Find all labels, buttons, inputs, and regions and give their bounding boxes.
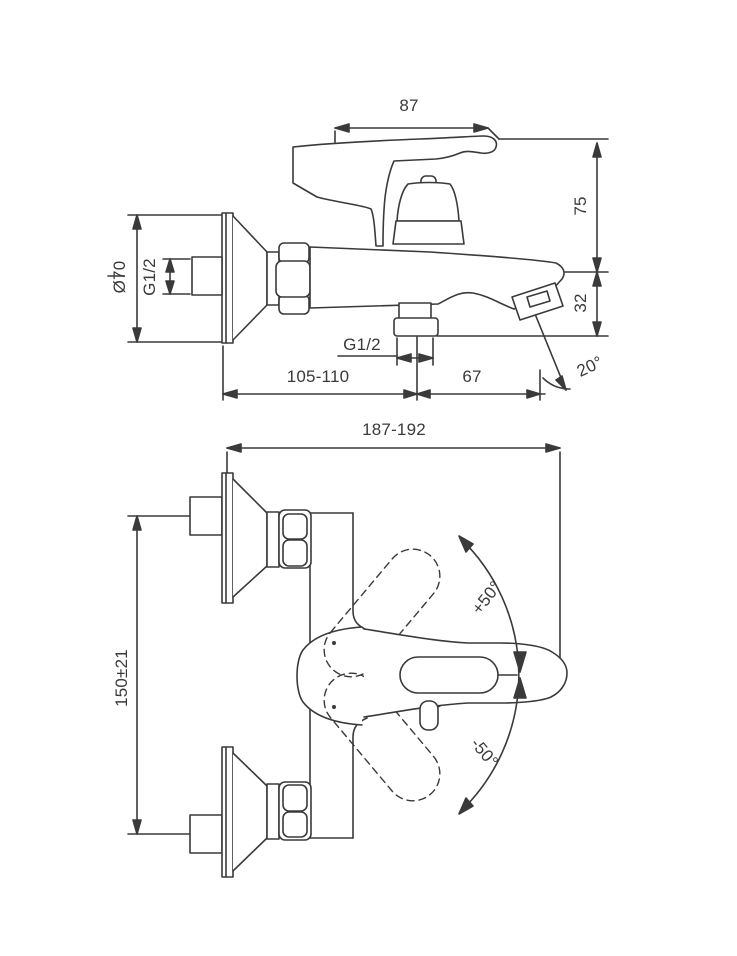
dim-label-inlet-thread: G1/2: [140, 258, 159, 296]
dim-label-height-upper: 75: [571, 196, 590, 216]
dim-label-outlet-thread: G1/2: [343, 335, 381, 354]
plan-view-geometry: [127, 443, 568, 878]
dim-label-outlet-to-tip: 67: [462, 367, 482, 386]
dim-label-wall-to-outlet: 105-110: [286, 367, 350, 386]
dim-label-lever-length: 87: [399, 96, 419, 115]
dim-label-flange-diameter: Ø70: [110, 260, 129, 294]
side-view-geometry: [107, 123, 609, 401]
dim-label-spout-drop: 32: [571, 293, 590, 313]
dim-label-overall-width: 187-192: [362, 420, 426, 439]
dim-label-inlet-spacing: 150±21: [112, 649, 131, 707]
